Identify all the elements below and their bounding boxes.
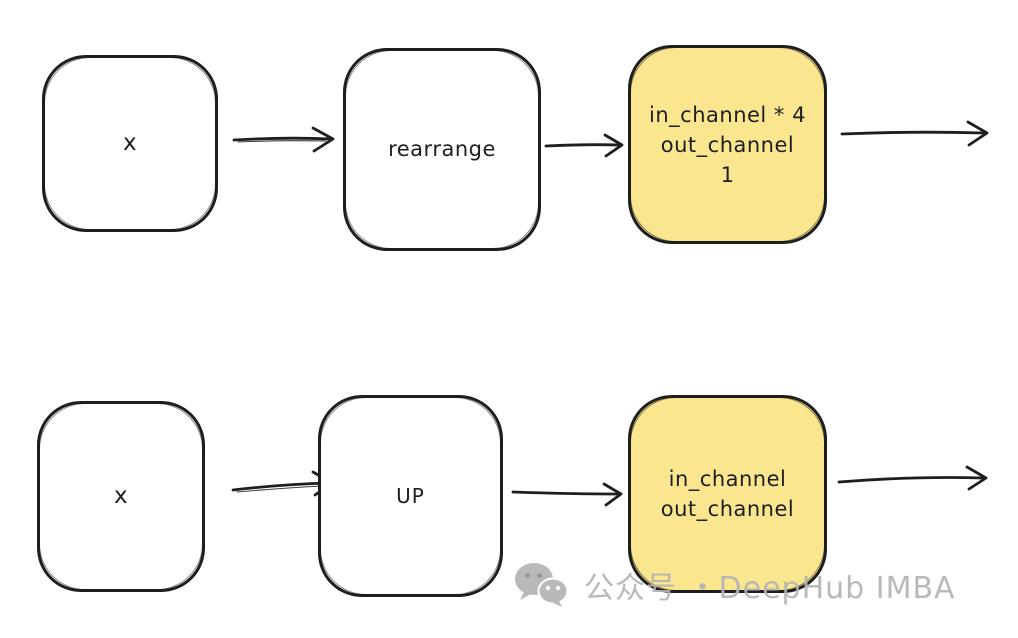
watermark-text: 公众号 ・DeepHub IMBA (584, 571, 956, 606)
node-label: rearrange (388, 137, 496, 162)
node-input-x-row2: x (37, 401, 205, 592)
node-up: UP (318, 395, 503, 597)
wechat-icon (515, 563, 569, 607)
node-params-row2: in_channel out_channel (628, 395, 827, 593)
node-rearrange: rearrange (343, 48, 541, 251)
arrow-params2-out (837, 465, 988, 491)
node-params-row1: in_channel * 4 out_channel 1 (628, 45, 827, 244)
node-label: x (113, 483, 129, 510)
param-line: out_channel (660, 132, 795, 157)
arrow-up-to-params (511, 482, 623, 507)
node-label: x (122, 130, 138, 157)
param-line: in_channel * 4 (649, 102, 806, 127)
param-line: out_channel (660, 497, 795, 521)
param-line: 1 (720, 162, 735, 187)
watermark: 公众号 ・DeepHub IMBA (512, 562, 956, 608)
arrow-x-to-rearrange (232, 126, 335, 153)
node-label: UP (396, 483, 425, 508)
node-input-x-row1: x (42, 55, 218, 232)
param-line: in_channel (668, 467, 787, 491)
arrow-params1-out (840, 120, 989, 147)
arrow-rearrange-to-params (544, 133, 624, 158)
